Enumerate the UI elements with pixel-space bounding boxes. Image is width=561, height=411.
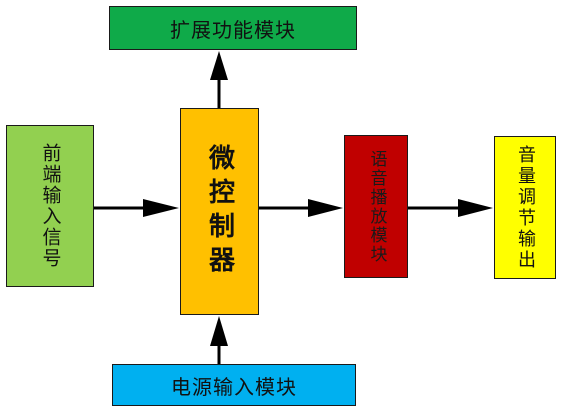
arrow-mcu-to-voice xyxy=(259,199,343,217)
arrow-voice-to-volume xyxy=(408,199,493,217)
arrow-mcu-to-expansion xyxy=(210,51,228,108)
arrow-frontend-to-mcu xyxy=(94,199,179,217)
voice-playback-box: 语音播放模块 xyxy=(344,135,408,278)
microcontroller-label: 微控制器 xyxy=(204,143,235,280)
volume-output-label: 音量调节输出 xyxy=(515,144,536,271)
frontend-input-box: 前端输入信号 xyxy=(6,125,94,287)
volume-output-box: 音量调节输出 xyxy=(494,136,556,279)
power-input-label: 电源输入模块 xyxy=(171,374,297,399)
expansion-module-box: 扩展功能模块 xyxy=(109,6,357,50)
microcontroller-box: 微控制器 xyxy=(180,108,259,315)
arrow-power-to-mcu xyxy=(210,316,228,364)
voice-playback-label: 语音播放模块 xyxy=(366,149,387,264)
expansion-module-label: 扩展功能模块 xyxy=(170,17,296,42)
power-input-box: 电源输入模块 xyxy=(112,364,356,406)
frontend-input-label: 前端输入信号 xyxy=(39,143,62,269)
